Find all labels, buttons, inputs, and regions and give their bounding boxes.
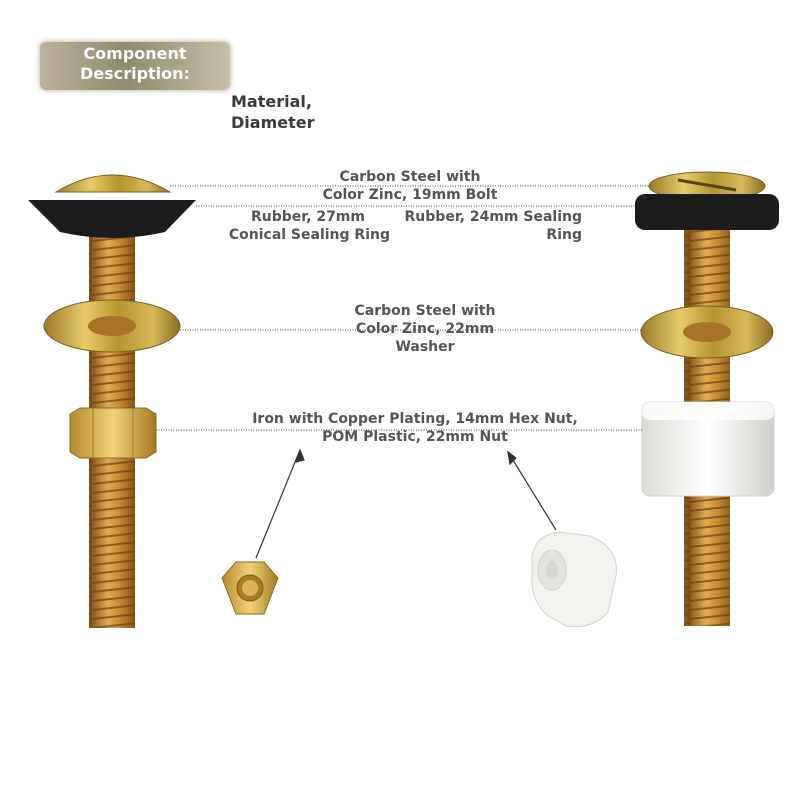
left-bolt-head [54,174,172,193]
left-hex-nut [69,407,157,459]
left-ring-label-line-2: Conical Sealing Ring [228,227,390,243]
heading-line-1: Material, [231,92,312,111]
badge-line-2: Description: [80,64,190,83]
heading-line-2: Diameter [231,113,315,132]
bolt-label: Carbon Steel with Color Zinc, 19mm Bolt [300,168,520,204]
left-washer-hole [88,316,136,336]
bolt-label-line-1: Carbon Steel with [339,169,481,185]
washer-label-line-1: Carbon Steel with [354,303,496,319]
component-description-badge [40,42,230,90]
right-bolt-slot [677,178,737,192]
pom-nut-arrow [507,451,557,531]
right-sealing-ring [635,194,779,230]
pom-nut-arrow-head [507,450,517,466]
left-ring-label-line-1: Rubber, 27mm [251,209,365,225]
left-bolt-assembly [28,174,196,628]
right-bolt-assembly [635,171,779,626]
nut-label-line-2: POM Plastic, 22mm Nut [322,429,508,445]
badge-line-1: Component [83,44,187,63]
right-washer-hole [683,322,731,342]
loose-hex-nut [221,561,279,615]
nut-label-line-1: Iron with Copper Plating, 14mm Hex Nut, [252,411,578,427]
right-pom-nut-top [642,402,774,420]
washer-label-line-2: Color Zinc, 22mm [355,321,495,337]
right-ring-label-line-1: Rubber, 24mm Sealing [404,209,582,225]
loose-pom-nut [531,531,617,628]
leader-lines [156,185,652,431]
right-ring-label-line-2: Ring [546,227,582,243]
hex-nut-arrow-head [295,448,305,463]
arrows [255,448,557,559]
hex-nut-arrow [255,449,301,559]
material-diameter-heading: Material, Diameter [231,91,314,133]
nut-label: Iron with Copper Plating, 14mm Hex Nut, … [230,410,600,446]
bolt-label-line-2: Color Zinc, 19mm Bolt [322,187,498,203]
left-conical-sealing-ring [28,200,196,238]
component-description-badge-text: Component Description: [40,44,230,84]
left-ring-label: Rubber, 27mm Conical Sealing Ring [200,208,390,244]
washer-label: Carbon Steel with Color Zinc, 22mm Washe… [330,302,520,356]
right-ring-label: Rubber, 24mm Sealing Ring [392,208,582,244]
washer-label-line-3: Washer [395,339,455,355]
